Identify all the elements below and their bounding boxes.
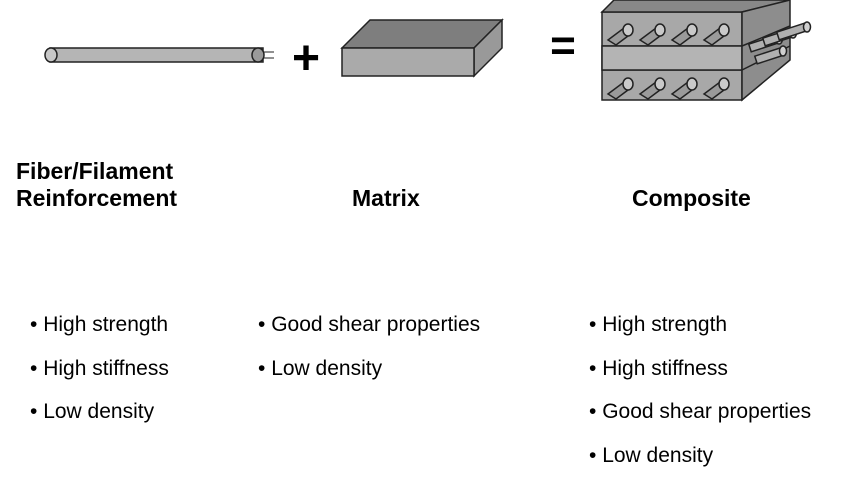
plus-operator: + <box>292 32 320 85</box>
fiber-title-line: Reinforcement <box>16 185 177 212</box>
matrix-properties-list: Good shear properties Low density <box>258 313 480 400</box>
list-item: Low density <box>589 444 811 487</box>
composite-title: Composite <box>632 185 751 212</box>
composite-title-line: Composite <box>632 185 751 212</box>
composite-properties-list: High strength High stiffness Good shear … <box>589 313 811 487</box>
fiber-rod-icon <box>45 48 274 62</box>
fiber-title-line: Fiber/Filament <box>16 158 177 185</box>
list-item: Good shear properties <box>589 400 811 444</box>
list-item: High strength <box>30 313 169 357</box>
matrix-title: Matrix <box>352 185 420 212</box>
list-item: High stiffness <box>589 357 811 401</box>
matrix-title-line: Matrix <box>352 185 420 212</box>
fiber-properties-list: High strength High stiffness Low density <box>30 313 169 444</box>
composite-block-icon <box>602 0 811 100</box>
list-item: Good shear properties <box>258 313 480 357</box>
list-item: High strength <box>589 313 811 357</box>
equals-operator: = <box>550 21 576 70</box>
list-item: High stiffness <box>30 357 169 401</box>
fiber-title: Fiber/Filament Reinforcement <box>16 158 177 212</box>
list-item: Low density <box>258 357 480 401</box>
matrix-slab-icon <box>342 20 502 76</box>
list-item: Low density <box>30 400 169 444</box>
